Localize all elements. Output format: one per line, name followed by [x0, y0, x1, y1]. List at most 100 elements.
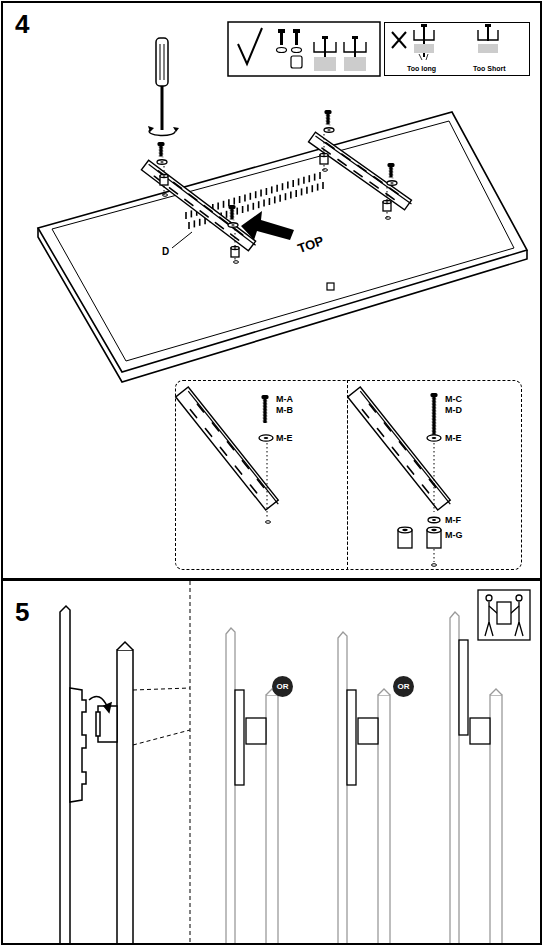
- screw-hardware: [326, 121, 331, 122]
- mounting-bracket: [189, 194, 197, 200]
- tv-position-option: [378, 695, 390, 944]
- tv-hanging-detail: [117, 650, 133, 944]
- hardware-detail: [432, 422, 437, 423]
- correct-check-box: [280, 33, 283, 45]
- screw-hardware: [230, 210, 235, 211]
- mounting-bracket: [204, 206, 212, 212]
- screw-hardware: [162, 175, 165, 176]
- screw-hardware: [231, 224, 234, 226]
- vent-slots: [292, 180, 294, 187]
- vent-slots: [295, 190, 297, 197]
- tv-hanging-detail: [60, 606, 70, 944]
- tv-position-option: [338, 632, 390, 944]
- vent-slots: [282, 183, 284, 190]
- correct-check-box: [228, 22, 380, 76]
- vent-slots: [247, 204, 249, 211]
- detail-box: M-AM-BM-E: [175, 380, 348, 570]
- correct-check-box: [352, 36, 358, 39]
- step-number: 4: [15, 11, 29, 37]
- mounting-bracket: [370, 182, 378, 188]
- vent-slots: [263, 200, 265, 207]
- two-person-icon: [478, 590, 530, 640]
- hardware-detail: [432, 425, 437, 426]
- part-callout: M-A: [276, 395, 293, 404]
- vent-slots: [274, 196, 276, 203]
- vent-slots: [303, 177, 305, 184]
- vent-slots: [217, 202, 219, 209]
- mounting-bracket: [141, 160, 255, 251]
- tv-position-option: [358, 718, 378, 744]
- part-callout: M-E: [276, 434, 293, 443]
- hardware-detail: [432, 413, 437, 414]
- hardware-detail: [263, 406, 268, 407]
- vent-slots: [298, 178, 300, 185]
- tv-position-option: [459, 640, 468, 735]
- hardware-detail: [432, 407, 437, 408]
- warning-caption: Too long: [407, 65, 436, 72]
- vent-slots: [276, 185, 278, 192]
- hardware-detail: [402, 529, 408, 531]
- tv-position-option: [226, 628, 235, 944]
- hardware-detail: [262, 395, 269, 399]
- hardware-detail: [362, 410, 368, 418]
- wrong-cross-box: [392, 24, 498, 60]
- vent-slots: [250, 193, 252, 200]
- screw-hardware: [387, 181, 397, 186]
- screw-hardware: [230, 219, 235, 220]
- tv-back-panel: [327, 283, 334, 290]
- screw-hardware: [388, 163, 395, 167]
- wrong-cross-box: [414, 44, 434, 53]
- part-callout: M-D: [445, 406, 462, 415]
- screw-hardware: [327, 129, 330, 131]
- correct-check-box: [292, 48, 302, 53]
- vent-slots: [271, 186, 273, 193]
- screw-hardware: [389, 168, 394, 169]
- vent-slots: [269, 198, 271, 205]
- hardware-detail: [428, 517, 440, 522]
- vent-slots: [258, 201, 260, 208]
- tv-hanging-detail: [60, 606, 190, 944]
- hardware-detail: [205, 429, 211, 437]
- wrong-cross-box: [419, 54, 428, 60]
- screwdriver: [149, 130, 175, 135]
- part-callout: M-C: [445, 395, 462, 404]
- wrong-cross-box: [485, 24, 491, 27]
- hardware-detail: [227, 442, 233, 450]
- hardware-detail: [432, 519, 436, 521]
- screw-hardware: [157, 110, 397, 263]
- vent-slots: [242, 206, 244, 213]
- screwdriver: [164, 44, 165, 80]
- two-person-icon: [486, 595, 492, 601]
- hardware-detail: [429, 479, 435, 487]
- hardware-detail: [257, 479, 263, 487]
- mounting-bracket: [215, 223, 223, 229]
- hardware-detail: [263, 399, 266, 423]
- vent-slots: [233, 198, 235, 205]
- correct-check-box: [238, 28, 262, 64]
- two-person-icon: [516, 595, 522, 601]
- wrong-cross-box: [478, 44, 498, 53]
- vent-slots: [260, 190, 262, 197]
- screw-hardware: [158, 142, 165, 146]
- screw-hardware: [159, 156, 164, 157]
- hardware-detail: [263, 412, 268, 413]
- mounting-bracket: [326, 143, 334, 149]
- vent-slots: [185, 212, 187, 219]
- mounting-bracket: [219, 217, 227, 223]
- screw-hardware: [159, 146, 162, 156]
- tv-position-option: [378, 689, 390, 695]
- hardware-detail: [432, 428, 437, 429]
- step-divider: [190, 581, 191, 944]
- hardware-detail: [434, 549, 435, 562]
- mounting-bracket: [170, 188, 178, 194]
- vent-slots: [287, 182, 289, 189]
- screw-hardware: [326, 118, 331, 119]
- two-person-icon: [497, 602, 511, 624]
- tv-position-option: [450, 612, 459, 944]
- mounting-bracket: [354, 171, 362, 177]
- hardware-detail: [432, 397, 435, 435]
- step-panel: 4Too longToo ShortM-AM-BM-EM-CM-DM-EM-FM…: [1, 1, 542, 580]
- hardware-detail: [432, 416, 437, 417]
- leader-line: [172, 232, 192, 248]
- hardware-detail: [431, 393, 438, 397]
